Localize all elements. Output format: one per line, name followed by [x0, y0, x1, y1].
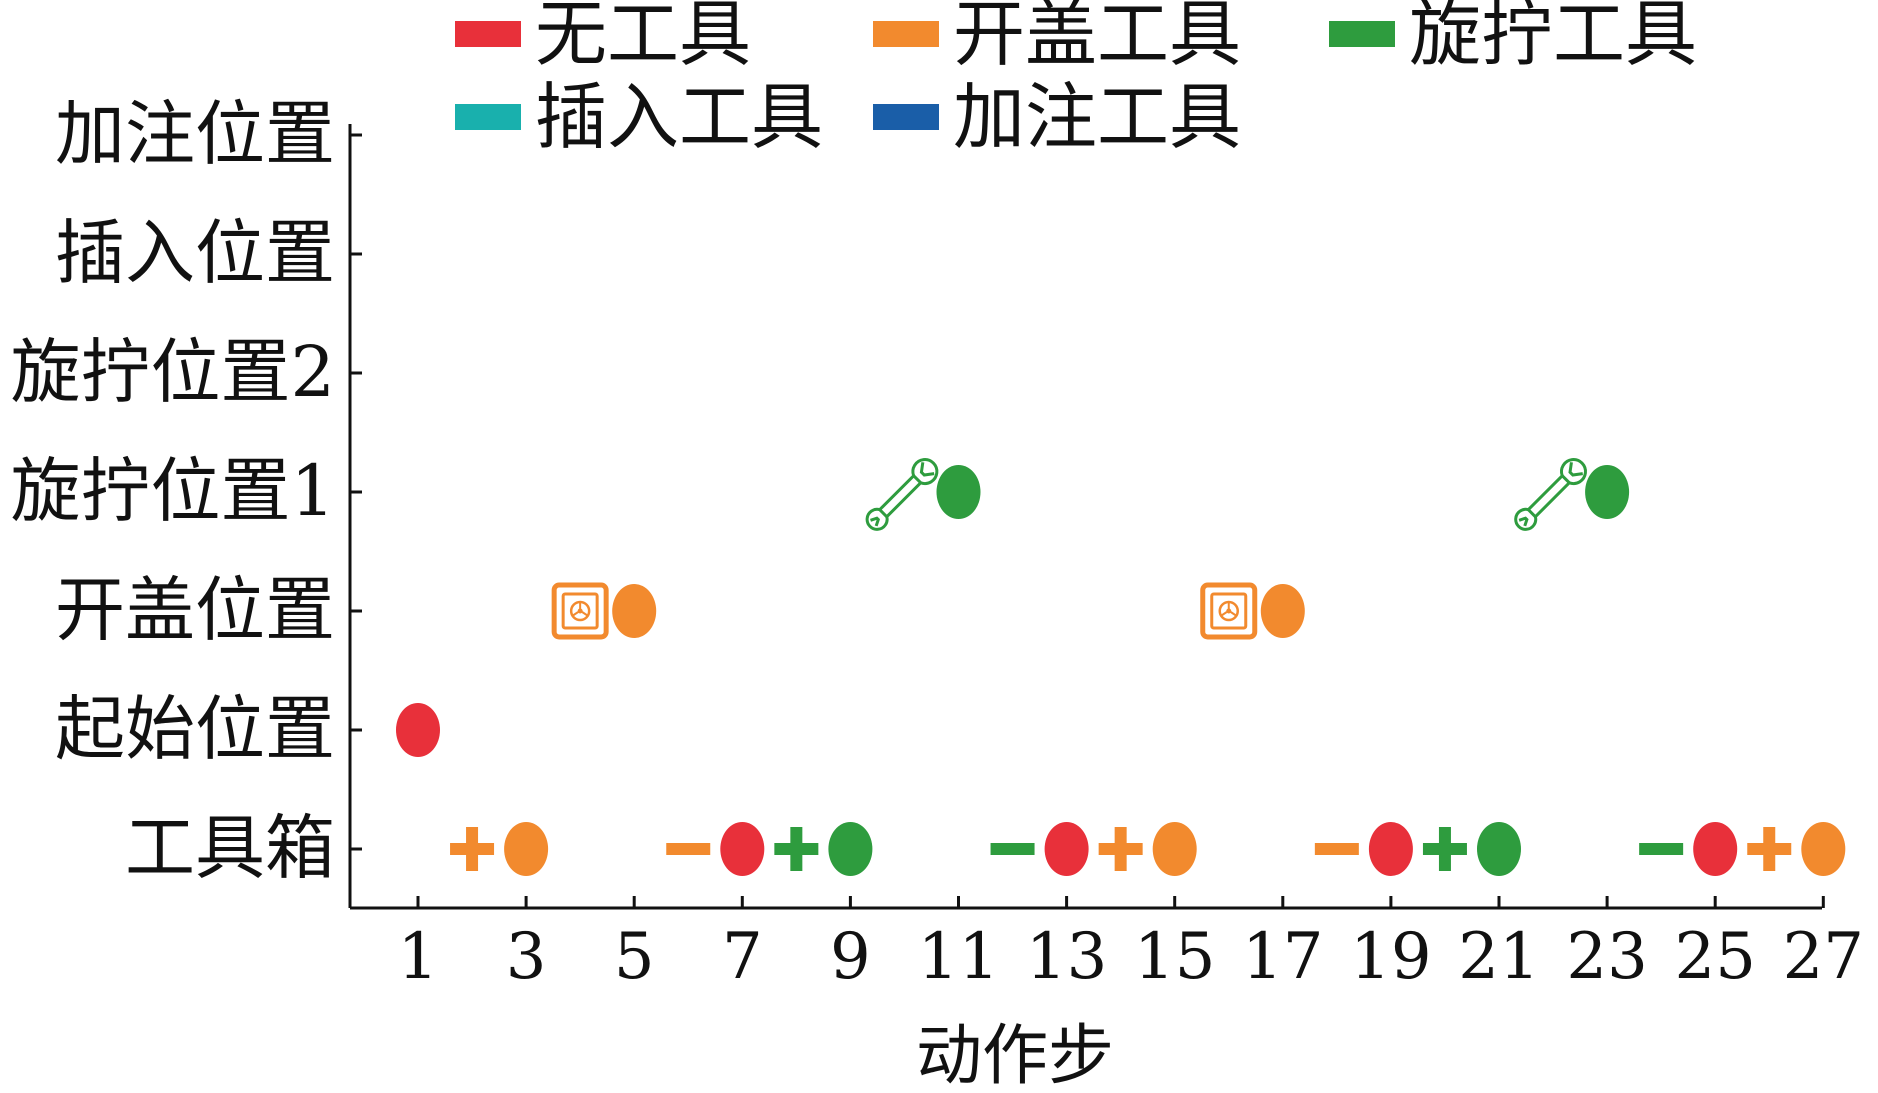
wrench-icon: [1514, 458, 1587, 531]
legend-swatch: [455, 104, 521, 130]
y-tick-label: 旋拧位置2: [10, 331, 335, 413]
data-points: [396, 458, 1846, 876]
circle-marker: [1477, 822, 1521, 876]
y-ticks: 工具箱 起始位置 开盖位置 旋拧位置1 旋拧位置2 插入位置 加注位置: [10, 93, 362, 889]
y-tick-label: 起始位置: [55, 688, 335, 770]
x-tick-label: 13: [1026, 920, 1107, 994]
legend-item: 旋拧工具: [1329, 0, 1697, 76]
minus-marker: [1639, 843, 1684, 855]
plus-marker: [1747, 827, 1792, 871]
legend-swatch: [873, 21, 939, 47]
circle-marker: [504, 822, 549, 876]
circle-marker: [1152, 822, 1197, 876]
plus-marker: [774, 827, 819, 871]
legend-label: 加注工具: [953, 75, 1241, 159]
y-tick-label: 旋拧位置1: [10, 450, 335, 532]
circle-marker: [828, 822, 873, 876]
legend-item: 插入工具: [455, 75, 823, 159]
x-tick-label: 7: [722, 920, 763, 994]
plus-marker: [1422, 827, 1467, 871]
circle-marker: [720, 822, 765, 876]
minus-marker: [666, 843, 711, 855]
y-tick-label: 工具箱: [125, 807, 335, 889]
x-tick-label: 3: [506, 920, 547, 994]
wrench-icon: [865, 458, 939, 531]
open-lid-icon: [1200, 582, 1258, 640]
x-tick-label: 19: [1350, 920, 1431, 994]
circle-marker: [1801, 822, 1846, 876]
circle-marker: [1585, 465, 1630, 519]
y-tick-label: 插入位置: [55, 212, 335, 294]
legend-label: 无工具: [535, 0, 751, 76]
circle-marker: [396, 703, 440, 757]
y-tick-label: 开盖位置: [55, 569, 335, 651]
legend-item: 无工具: [455, 0, 751, 76]
legend-swatch: [873, 104, 939, 130]
minus-marker: [990, 843, 1035, 855]
open-lid-icon: [551, 582, 609, 640]
legend-swatch: [455, 21, 521, 47]
x-tick-label: 17: [1242, 920, 1323, 994]
legend-item: 开盖工具: [873, 0, 1241, 76]
x-tick-label: 5: [614, 920, 655, 994]
circle-marker: [1044, 822, 1089, 876]
legend-label: 插入工具: [535, 75, 823, 159]
circle-marker: [1260, 584, 1305, 638]
minus-marker: [1314, 843, 1359, 855]
circle-marker: [1693, 822, 1738, 876]
x-tick-label: 23: [1566, 920, 1647, 994]
x-tick-label: 21: [1458, 920, 1539, 994]
circle-marker: [1368, 822, 1413, 876]
plus-marker: [450, 827, 495, 871]
legend-item: 加注工具: [873, 75, 1241, 159]
x-tick-label: 27: [1783, 920, 1864, 994]
x-tick-label: 1: [398, 920, 439, 994]
plus-marker: [1098, 827, 1143, 871]
y-tick-label: 加注位置: [55, 93, 335, 175]
x-tick-label: 15: [1134, 920, 1215, 994]
x-tick-label: 9: [830, 920, 871, 994]
x-axis-label: 动作步: [916, 1017, 1114, 1093]
x-tick-label: 25: [1674, 920, 1755, 994]
legend-label: 旋拧工具: [1409, 0, 1697, 76]
x-tick-label: 11: [918, 920, 999, 994]
circle-marker: [612, 584, 657, 638]
legend-label: 开盖工具: [953, 0, 1241, 76]
legend-swatch: [1329, 21, 1395, 47]
circle-marker: [936, 465, 981, 519]
